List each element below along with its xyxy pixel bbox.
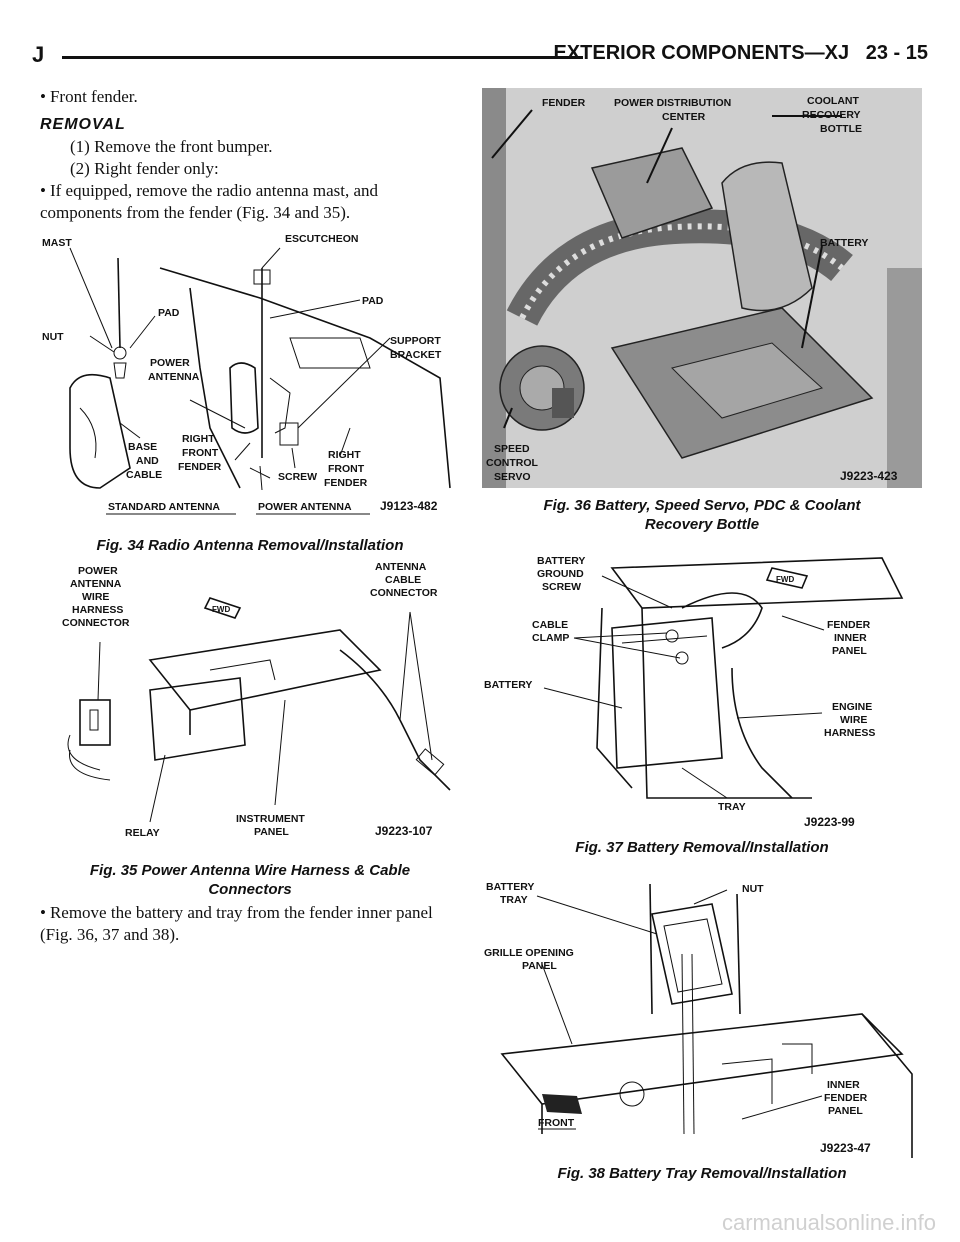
- label-nut: NUT: [742, 883, 764, 895]
- label-inner-fender-1: INNER: [827, 1079, 860, 1091]
- step-2: (2) Right fender only:: [70, 159, 219, 178]
- label-right-front-fender-1c: FENDER: [178, 461, 222, 473]
- figure-36-illustration: FENDER POWER DISTRIBUTION CENTER COOLANT…: [482, 88, 922, 488]
- label-pdc-1: POWER DISTRIBUTION: [614, 97, 731, 109]
- figure-id: J9223-99: [804, 815, 855, 828]
- label-speed: SPEED: [494, 443, 530, 455]
- figure-36: FENDER POWER DISTRIBUTION CENTER COOLANT…: [482, 88, 922, 534]
- bullet-front-fender: Front fender.: [40, 86, 460, 108]
- label-engine-wire-2: WIRE: [840, 714, 867, 726]
- label-nut: NUT: [42, 331, 64, 343]
- watermark: carmanualsonline.info: [721, 1210, 936, 1235]
- label-wire: WIRE: [82, 591, 109, 603]
- label-power-antenna-2: ANTENNA: [148, 371, 200, 383]
- figure-id: J9123-482: [380, 499, 438, 513]
- label-engine-wire-1: ENGINE: [832, 701, 872, 713]
- label-antenna-cable-2: CABLE: [385, 574, 421, 586]
- label-standard-antenna: STANDARD ANTENNA: [108, 501, 220, 513]
- label-battery-ground-3: SCREW: [542, 581, 581, 593]
- label-antenna-cable-1: ANTENNA: [375, 561, 427, 573]
- step-1: (1) Remove the front bumper.: [70, 137, 273, 156]
- label-power: POWER: [78, 565, 118, 577]
- figure-id: J9223-423: [840, 469, 898, 483]
- label-fender-inner-3: PANEL: [832, 645, 867, 657]
- left-bottom-text: Remove the battery and tray from the fen…: [40, 902, 460, 946]
- label-cable: CABLE: [532, 619, 568, 631]
- removal-heading: REMOVAL: [40, 116, 126, 133]
- label-inner-fender-2: FENDER: [824, 1092, 868, 1104]
- label-right-front-fender-1b: FRONT: [182, 447, 219, 459]
- figure-36-caption: Fig. 36 Battery, Speed Servo, PDC & Cool…: [543, 497, 861, 533]
- label-cable: CABLE: [126, 469, 162, 481]
- figure-id: J9223-47: [820, 1141, 871, 1155]
- header-section-letter: J: [32, 42, 45, 67]
- bullet-battery: Remove the battery and tray from the fen…: [40, 902, 460, 946]
- label-grille-opening: GRILLE OPENING: [484, 947, 574, 959]
- label-battery-tray-2: TRAY: [500, 894, 528, 906]
- label-panel: PANEL: [254, 826, 289, 838]
- label-escutcheon: ESCUTCHEON: [285, 233, 359, 245]
- label-battery-ground-1: BATTERY: [537, 555, 585, 567]
- label-harness: HARNESS: [72, 604, 123, 616]
- label-engine-wire-3: HARNESS: [824, 727, 875, 739]
- label-coolant-1: COOLANT: [807, 95, 859, 107]
- label-pad-1: PAD: [158, 307, 180, 319]
- label-battery: BATTERY: [484, 679, 532, 691]
- figure-34: MAST ESCUTCHEON PAD PAD NUT SUPPORT BRAC…: [40, 228, 460, 555]
- label-power-antenna: POWER ANTENNA: [258, 501, 352, 513]
- fwd-arrow-label: FWD: [212, 605, 230, 614]
- label-battery-tray-1: BATTERY: [486, 881, 534, 893]
- figure-38-illustration: BATTERY TRAY NUT GRILLE OPENING PANEL FR…: [484, 881, 913, 1158]
- label-inner-fender-3: PANEL: [828, 1105, 863, 1117]
- label-and: AND: [136, 455, 159, 467]
- figure-37-caption: Fig. 37 Battery Removal/Installation: [575, 839, 829, 856]
- label-connector: CONNECTOR: [62, 617, 130, 629]
- figure-34-illustration: MAST ESCUTCHEON PAD PAD NUT SUPPORT BRAC…: [42, 233, 451, 515]
- label-right-front-fender-1a: RIGHT: [182, 433, 215, 445]
- label-right-front-fender-2c: FENDER: [324, 477, 368, 489]
- left-column-text: Front fender. REMOVAL (1) Remove the fro…: [40, 86, 460, 224]
- figure-38: BATTERY TRAY NUT GRILLE OPENING PANEL FR…: [482, 874, 922, 1183]
- label-battery: BATTERY: [820, 237, 868, 249]
- figure-35-caption: Fig. 35 Power Antenna Wire Harness & Cab…: [89, 862, 411, 898]
- label-base: BASE: [128, 441, 157, 453]
- label-support-2: BRACKET: [390, 349, 442, 361]
- label-control: CONTROL: [486, 457, 538, 469]
- bullet-antenna: If equipped, remove the radio antenna ma…: [40, 180, 460, 224]
- label-servo: SERVO: [494, 471, 531, 483]
- label-relay: RELAY: [125, 827, 160, 839]
- label-grille-panel: PANEL: [522, 960, 557, 972]
- label-battery-ground-2: GROUND: [537, 568, 584, 580]
- label-pdc-2: CENTER: [662, 111, 706, 123]
- fwd-arrow-label: FWD: [776, 575, 794, 584]
- label-screw: SCREW: [278, 471, 317, 483]
- figure-35: FWD POWER ANTENNA WIRE HARNESS CONNECTOR…: [40, 560, 460, 899]
- label-fender: FENDER: [542, 97, 586, 109]
- header-title: EXTERIOR COMPONENTS—XJ 23 - 15: [553, 42, 928, 64]
- figure-37-illustration: FWD BATTERY GROUND SCREW CABLE CLAMP BAT…: [484, 555, 904, 828]
- figure-id: J9223-107: [375, 824, 433, 838]
- label-fender-inner-1: FENDER: [827, 619, 871, 631]
- label-instrument: INSTRUMENT: [236, 813, 305, 825]
- label-fender-inner-2: INNER: [834, 632, 867, 644]
- label-right-front-fender-2a: RIGHT: [328, 449, 361, 461]
- label-clamp: CLAMP: [532, 632, 569, 644]
- label-right-front-fender-2b: FRONT: [328, 463, 365, 475]
- figure-34-caption: Fig. 34 Radio Antenna Removal/Installati…: [96, 537, 404, 554]
- figure-37: FWD BATTERY GROUND SCREW CABLE CLAMP BAT…: [482, 548, 922, 857]
- label-antenna-cable-3: CONNECTOR: [370, 587, 438, 599]
- label-pad-2: PAD: [362, 295, 384, 307]
- figure-35-illustration: FWD POWER ANTENNA WIRE HARNESS CONNECTOR…: [62, 561, 451, 839]
- label-front: FRONT: [538, 1117, 575, 1129]
- label-coolant-2: RECOVERY: [802, 109, 861, 121]
- label-mast: MAST: [42, 237, 72, 249]
- label-power-antenna-1: POWER: [150, 357, 190, 369]
- label-tray: TRAY: [718, 801, 746, 813]
- label-antenna: ANTENNA: [70, 578, 122, 590]
- label-coolant-3: BOTTLE: [820, 123, 862, 135]
- figure-38-caption: Fig. 38 Battery Tray Removal/Installatio…: [557, 1165, 847, 1182]
- page-header: J EXTERIOR COMPONENTS—XJ 23 - 15: [32, 42, 928, 70]
- header-rule: [62, 56, 583, 59]
- label-support-1: SUPPORT: [390, 335, 441, 347]
